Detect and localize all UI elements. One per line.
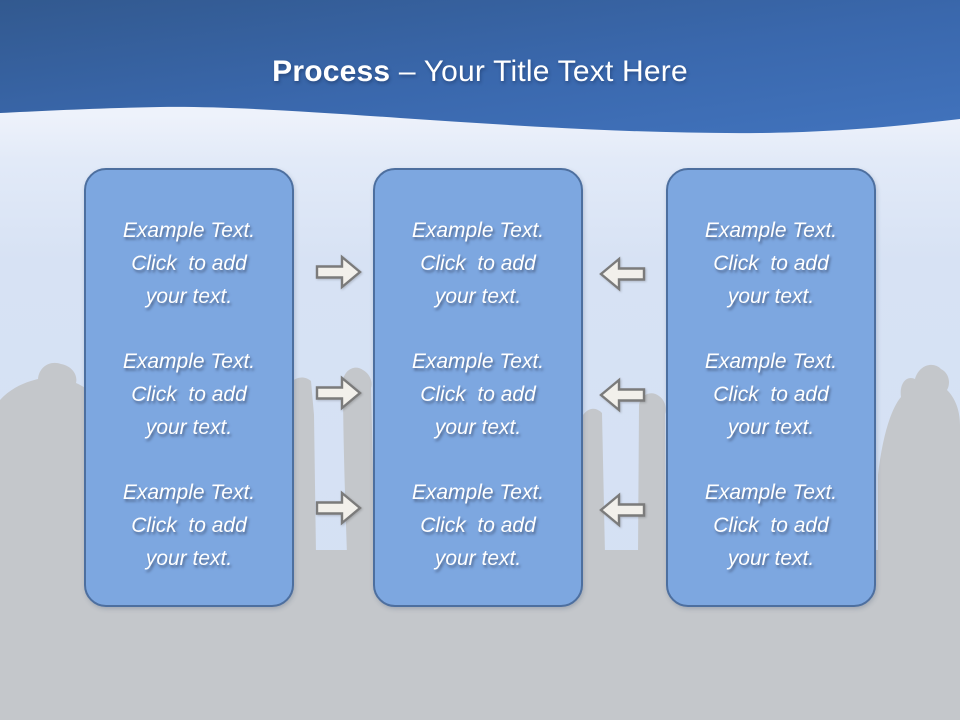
slide-title[interactable]: Process – Your Title Text Here (0, 55, 960, 89)
placeholder-text[interactable]: Example Text. Click to add your text. (411, 481, 545, 570)
placeholder-text[interactable]: Example Text. Click to add your text. (411, 219, 545, 308)
left-arrow-icon (599, 492, 646, 528)
left-arrow-icon (599, 377, 646, 413)
placeholder-text[interactable]: Example Text. Click to add your text. (122, 350, 256, 439)
process-box-center[interactable]: Example Text. Click to add your text. Ex… (373, 168, 583, 607)
left-arrow-icon (599, 256, 646, 292)
title-rest: – Your Title Text Here (398, 55, 688, 88)
placeholder-text[interactable]: Example Text. Click to add your text. (704, 350, 838, 439)
header-banner: Process – Your Title Text Here (0, 0, 960, 140)
placeholder-text[interactable]: Example Text. Click to add your text. (122, 481, 256, 570)
process-box-right[interactable]: Example Text. Click to add your text. Ex… (666, 168, 876, 607)
placeholder-text[interactable]: Example Text. Click to add your text. (704, 219, 838, 308)
process-box-left[interactable]: Example Text. Click to add your text. Ex… (84, 168, 294, 607)
right-arrow-icon (315, 375, 362, 411)
placeholder-text[interactable]: Example Text. Click to add your text. (411, 350, 545, 439)
placeholder-text[interactable]: Example Text. Click to add your text. (122, 219, 256, 308)
placeholder-text[interactable]: Example Text. Click to add your text. (704, 481, 838, 570)
right-arrow-icon (315, 254, 362, 290)
title-emphasis: Process (272, 55, 391, 88)
header-wave-shape (0, 0, 960, 134)
right-arrow-icon (315, 490, 362, 526)
